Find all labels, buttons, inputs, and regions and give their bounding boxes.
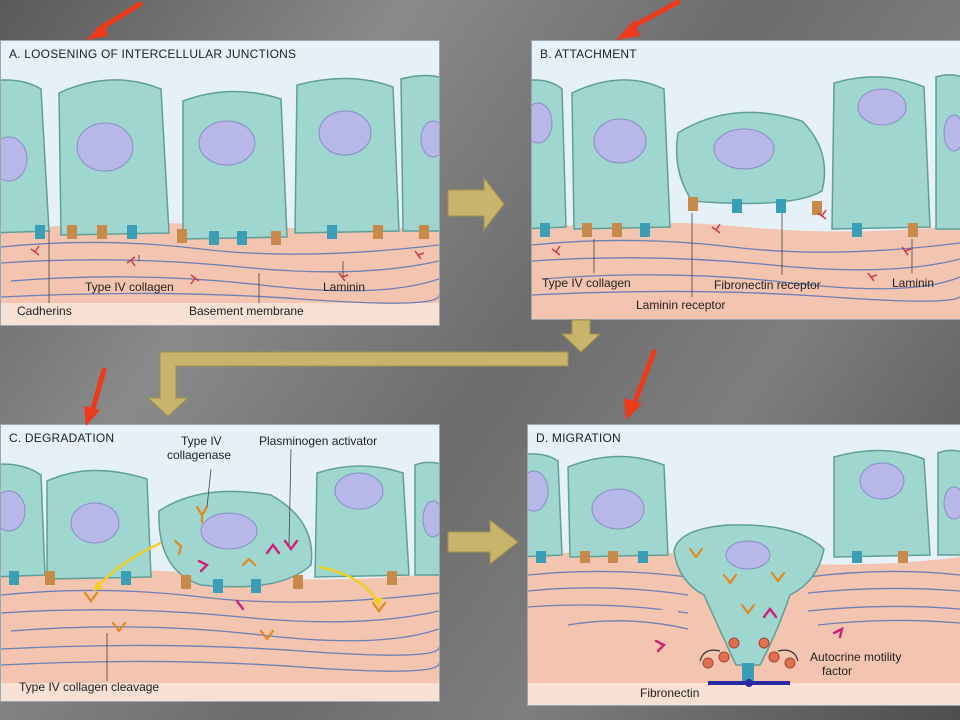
label-laminin-receptor: Laminin receptor <box>636 298 726 312</box>
pointer-arrow-a <box>86 1 143 40</box>
panel-d-migration: D. MIGRATION Autocrine motility factor F… <box>527 424 960 706</box>
label-type-iv-collagenase-line2: collagenase <box>167 448 232 462</box>
label-type-iv-collagenase-line1: Type IV <box>181 434 222 448</box>
panel-c-title: C. DEGRADATION <box>9 431 115 445</box>
pointer-arrow-d <box>624 349 657 420</box>
panel-d-illustration <box>528 449 960 705</box>
label-cadherins: Cadherins <box>17 304 72 318</box>
pointer-arrow-b <box>616 0 681 40</box>
panel-a-title: A. LOOSENING OF INTERCELLULAR JUNCTIONS <box>9 47 297 61</box>
panel-d-title: D. MIGRATION <box>536 431 621 445</box>
panel-a-loosening: A. LOOSENING OF INTERCELLULAR JUNCTIONS … <box>0 40 440 326</box>
flow-arrow-b-down <box>560 319 602 353</box>
label-type-iv-collagen-b: Type IV collagen <box>542 276 631 290</box>
label-type-iv-collagen-cleavage: Type IV collagen cleavage <box>19 680 160 694</box>
panel-c-degradation: C. DEGRADATION Type IV collagenase Plasm… <box>0 424 440 702</box>
label-laminin-b: Laminin <box>892 276 935 290</box>
flow-arrow-b-to-c <box>146 351 569 417</box>
panel-b-illustration <box>532 74 960 319</box>
label-autocrine-motility-factor-line2: factor <box>822 664 853 678</box>
label-autocrine-motility-factor-line1: Autocrine motility <box>810 650 902 664</box>
label-type-iv-collagen: Type IV collagen <box>85 280 174 294</box>
pointer-arrow-c <box>84 367 107 426</box>
label-fibronectin: Fibronectin <box>640 686 700 700</box>
label-plasminogen-activator: Plasminogen activator <box>259 434 378 448</box>
flow-arrow-a-to-b <box>447 176 505 232</box>
label-laminin: Laminin <box>323 280 366 294</box>
label-fibronectin-receptor: Fibronectin receptor <box>714 278 821 292</box>
label-basement-membrane: Basement membrane <box>189 304 304 318</box>
panel-a-illustration <box>1 74 439 325</box>
panel-c-illustration <box>1 448 439 701</box>
flow-arrow-c-to-d <box>447 518 519 566</box>
panel-b-title: B. ATTACHMENT <box>540 47 637 61</box>
panel-b-attachment: B. ATTACHMENT Type IV collagen Fibronect… <box>531 40 960 320</box>
